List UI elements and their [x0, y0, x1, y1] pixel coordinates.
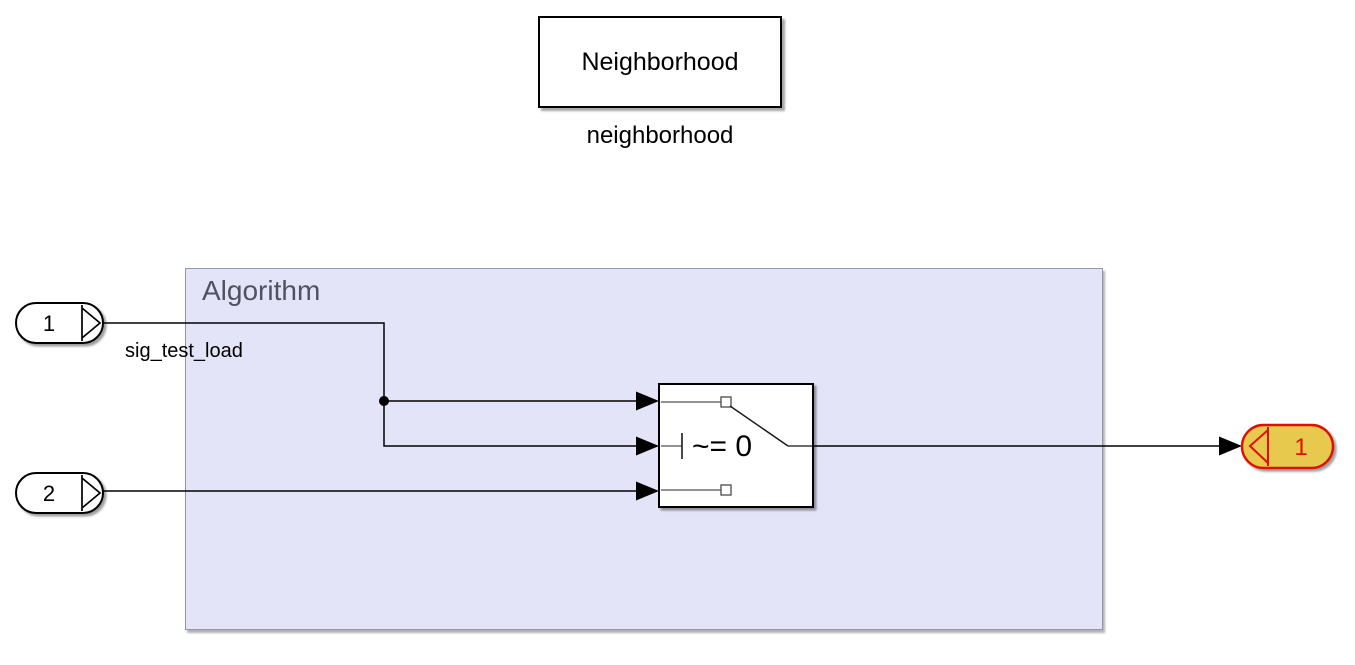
switch-criteria-label: ~= 0 — [692, 430, 752, 463]
switch-lever-icon — [729, 405, 789, 447]
neighborhood-block-caption[interactable]: neighborhood — [586, 122, 734, 149]
neighborhood-block-label: Neighborhood — [581, 47, 739, 76]
arrowhead-icon — [636, 481, 659, 501]
switch-port-square-icon — [720, 484, 732, 496]
inport-2-block[interactable] — [15, 472, 104, 514]
branch-point-dot-icon — [379, 396, 389, 406]
inport-chevron-icon — [81, 305, 102, 341]
outport-1-block[interactable] — [1240, 423, 1335, 470]
arrowhead-icon — [1219, 436, 1242, 456]
inport-1-block[interactable] — [15, 302, 104, 344]
inport-1-number: 1 — [43, 311, 55, 336]
algorithm-area-label: Algorithm — [202, 275, 321, 306]
inport-chevron-icon — [81, 475, 102, 511]
signal-line-inport1-to-switch[interactable] — [103, 322, 640, 447]
inport-2-number: 2 — [43, 481, 55, 506]
arrowhead-icon — [636, 436, 659, 456]
outport-chevron-icon — [1248, 427, 1269, 466]
neighborhood-subsystem-block[interactable]: Neighborhood — [538, 16, 782, 108]
switch-port-square-icon — [720, 396, 732, 408]
outport-1-number: 1 — [1294, 434, 1307, 461]
arrowhead-icon — [636, 391, 659, 411]
signal-name-label[interactable]: sig_test_load — [125, 340, 243, 362]
